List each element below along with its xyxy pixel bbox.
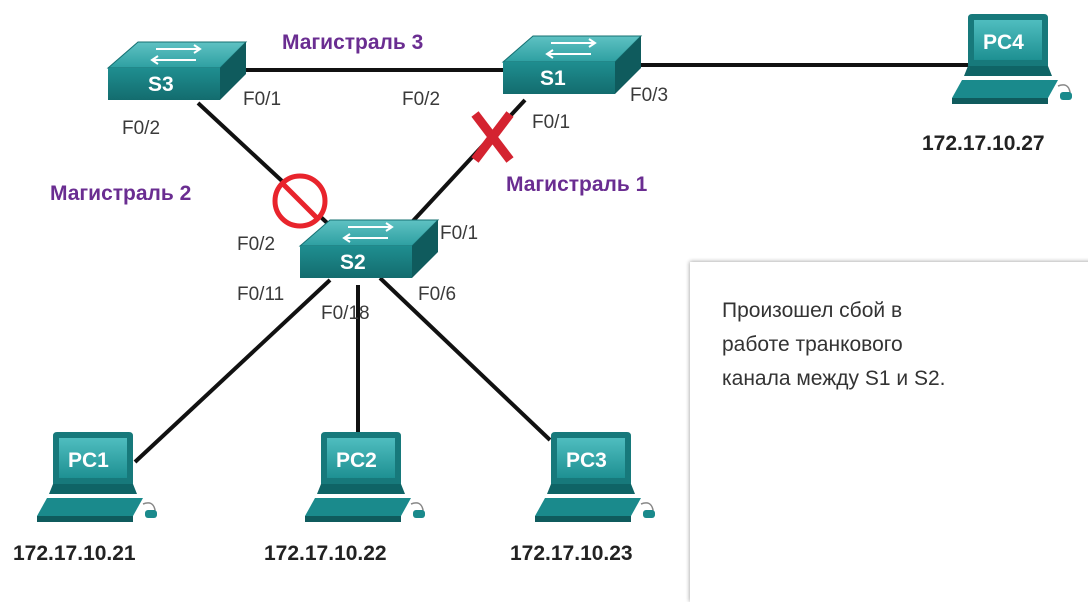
port-s3-f0-2: F0/2 — [122, 118, 161, 139]
switch-s2[interactable] — [299, 219, 439, 279]
port-s2-f0-18: F0/18 — [321, 303, 370, 324]
pc3-ip: 172.17.10.23 — [510, 542, 633, 565]
trunk-3-label: Магистраль 3 — [282, 31, 424, 54]
pc3-icon[interactable] — [534, 431, 656, 523]
pc4-ip: 172.17.10.27 — [922, 132, 1045, 155]
blocked-port-icon — [272, 173, 328, 229]
port-s2-f0-2: F0/2 — [237, 234, 276, 255]
note-line: работе транкового — [722, 333, 903, 356]
port-s1-f0-3: F0/3 — [630, 85, 669, 106]
switch-s3[interactable] — [107, 41, 247, 101]
port-s2-f0-1: F0/1 — [440, 223, 479, 244]
link-s2-pc1 — [133, 278, 332, 464]
trunk-1-label: Магистраль 1 — [506, 173, 648, 196]
link-failure-x-icon — [471, 111, 514, 163]
pc1-icon[interactable] — [36, 431, 158, 523]
pc1-label: PC1 — [68, 449, 109, 472]
pc4-label: PC4 — [983, 31, 1024, 54]
note-text: Произошел сбой в работе транкового канал… — [722, 294, 946, 396]
switch-s2-label: S2 — [340, 251, 366, 274]
trunk-2-label: Магистраль 2 — [50, 182, 192, 205]
port-s2-f0-11: F0/11 — [237, 284, 285, 305]
port-s1-f0-1: F0/1 — [532, 112, 571, 133]
pc3-label: PC3 — [566, 449, 607, 472]
port-s2-f0-6: F0/6 — [418, 284, 457, 305]
pc2-label: PC2 — [336, 449, 377, 472]
note-box: Произошел сбой в работе транкового канал… — [690, 262, 1088, 602]
switch-s1[interactable] — [502, 35, 642, 95]
pc1-ip: 172.17.10.21 — [13, 542, 136, 565]
pc2-ip: 172.17.10.22 — [264, 542, 387, 565]
note-line: канала между S1 и S2. — [722, 367, 946, 390]
port-s1-f0-2: F0/2 — [402, 89, 441, 110]
link-s2-pc3 — [378, 276, 552, 442]
port-s3-f0-1: F0/1 — [243, 89, 282, 110]
note-line: Произошел сбой в — [722, 299, 903, 322]
pc4-icon[interactable] — [951, 13, 1073, 105]
switch-s1-label: S1 — [540, 67, 566, 90]
pc2-icon[interactable] — [304, 431, 426, 523]
switch-s3-label: S3 — [148, 73, 174, 96]
